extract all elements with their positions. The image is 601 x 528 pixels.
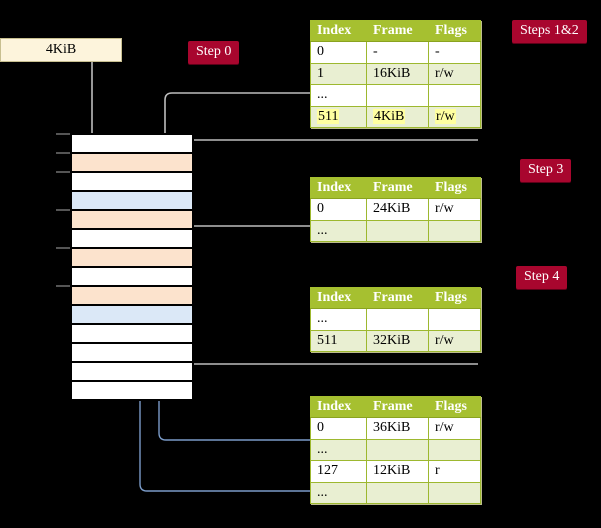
memory-tick-1 (56, 152, 70, 154)
cell-flags (428, 438, 481, 462)
cell-flags: r/w (428, 198, 481, 221)
memory-tick-4 (56, 209, 70, 211)
column-header-frame: Frame (366, 19, 429, 43)
badge-step-0: Step 0 (188, 41, 240, 64)
badge-step-3: Step 3 (520, 159, 572, 182)
highlighted-value: 511 (317, 108, 340, 124)
column-header-flags: Flags (428, 176, 481, 200)
arrow-table0-511-to-memory (164, 139, 478, 154)
memory-frame-5 (72, 228, 192, 247)
memory-tick-0 (56, 133, 70, 135)
cell-flags (428, 84, 481, 107)
cell-index: ... (310, 438, 367, 462)
memory-frame-6 (72, 247, 192, 266)
column-header-frame: Frame (366, 395, 429, 419)
column-header-flags: Flags (428, 395, 481, 419)
memory-frame-7 (72, 266, 192, 285)
table-row: 511 4KiB r/w (310, 105, 481, 128)
cell-index: 0 (310, 417, 367, 440)
table-row: ... (310, 438, 481, 462)
table-row: ... (310, 308, 481, 331)
memory-frame-4 (72, 209, 192, 228)
memory-frame-1 (72, 152, 192, 171)
column-header-flags: Flags (428, 286, 481, 310)
source-frame-box: 4KiB (0, 38, 122, 62)
memory-frame-0 (72, 133, 192, 152)
cell-index: ... (310, 84, 367, 107)
cell-flags (428, 481, 481, 504)
table-row: ... (310, 219, 481, 243)
source-frame-label: 4KiB (45, 42, 77, 57)
memory-tick-6 (56, 247, 70, 249)
cell-index: 511 (310, 329, 367, 353)
cell-index: 1 (310, 62, 367, 86)
cell-index: ... (310, 308, 367, 331)
cell-frame: - (366, 41, 429, 64)
memory-frame-12 (72, 361, 192, 380)
memory-frame-9 (72, 304, 192, 323)
cell-frame (366, 308, 429, 331)
table-row: ... (310, 84, 481, 107)
column-header-frame: Frame (366, 176, 429, 200)
column-header-index: Index (310, 176, 367, 200)
cell-frame: 4KiB (366, 105, 429, 128)
memory-frame-10 (72, 323, 192, 342)
highlighted-value: 4KiB (373, 108, 406, 124)
cell-flags: r/w (428, 417, 481, 440)
cell-flags: - (428, 41, 481, 64)
cell-index: 127 (310, 460, 367, 483)
highlighted-value: r/w (435, 108, 456, 124)
memory-frame-8 (72, 285, 192, 304)
column-header-index: Index (310, 286, 367, 310)
cell-index: 0 (310, 198, 367, 221)
badge-step-4: Step 4 (516, 266, 568, 289)
cell-frame (366, 219, 429, 243)
cell-index: 511 (310, 105, 367, 128)
memory-frame-13 (72, 380, 192, 399)
column-header-frame: Frame (366, 286, 429, 310)
cell-frame: 36KiB (366, 417, 429, 440)
memory-tick-8 (56, 285, 70, 287)
cell-flags (428, 308, 481, 331)
cell-flags (428, 219, 481, 243)
cell-index: ... (310, 481, 367, 504)
cell-index: ... (310, 219, 367, 243)
cell-index: 0 (310, 41, 367, 64)
memory-tick-2 (56, 171, 70, 173)
cell-flags: r (428, 460, 481, 483)
table-row: 0-- (310, 41, 481, 64)
cell-flags: r/w (428, 329, 481, 353)
cell-frame: 24KiB (366, 198, 429, 221)
memory-frame-2 (72, 171, 192, 190)
memory-frame-3 (72, 190, 192, 209)
column-header-index: Index (310, 395, 367, 419)
cell-frame: 32KiB (366, 329, 429, 353)
cell-frame: 12KiB (366, 460, 429, 483)
cell-frame (366, 481, 429, 504)
cell-frame: 16KiB (366, 62, 429, 86)
physical-memory-column (70, 133, 194, 401)
table-row: ... (310, 481, 481, 504)
cell-flags: r/w (428, 105, 481, 128)
column-header-flags: Flags (428, 19, 481, 43)
cell-flags: r/w (428, 62, 481, 86)
cell-frame (366, 84, 429, 107)
cell-frame (366, 438, 429, 462)
memory-frame-11 (72, 342, 192, 361)
column-header-index: Index (310, 19, 367, 43)
badge-steps-1-2: Steps 1&2 (512, 20, 587, 43)
